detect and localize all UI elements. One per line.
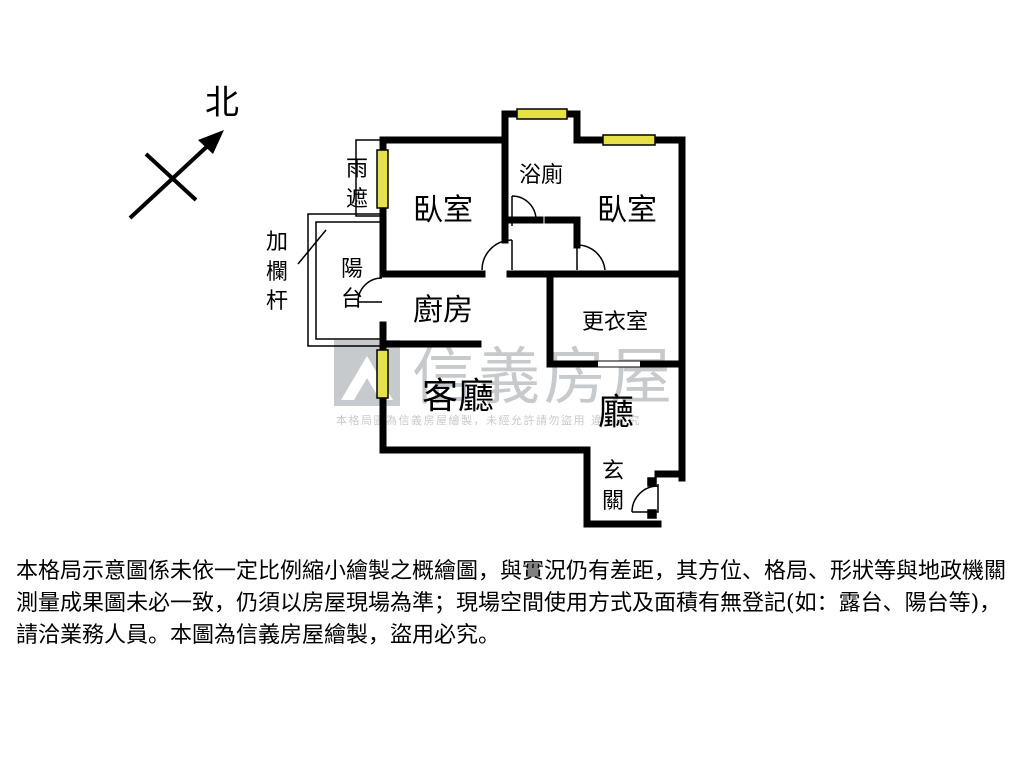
label-bathroom: 浴廁 bbox=[519, 163, 563, 188]
label-entrance-1: 玄 bbox=[602, 459, 624, 484]
label-rain-shelter-2: 遮 bbox=[346, 187, 368, 212]
window-bathroom bbox=[516, 108, 568, 120]
door-bathroom bbox=[511, 195, 537, 226]
label-kitchen: 廚房 bbox=[413, 293, 473, 328]
label-walk-in-closet: 更衣室 bbox=[582, 310, 648, 335]
railing-pointer bbox=[297, 229, 327, 265]
north-arrow-icon bbox=[198, 130, 224, 154]
room-labels: 臥室 浴廁 臥室 雨 遮 加 欄 杆 陽 台 廚房 更衣室 客廳 廳 玄 關 bbox=[266, 157, 657, 514]
label-railing-3: 杆 bbox=[266, 289, 288, 314]
window-bedroom-right bbox=[602, 134, 656, 146]
brand-logo-icon bbox=[334, 340, 400, 406]
doors bbox=[357, 195, 659, 519]
label-living-room: 客廳 bbox=[422, 376, 494, 417]
door-entrance bbox=[631, 484, 659, 513]
north-label: 北 bbox=[205, 83, 239, 123]
label-rain-shelter-1: 雨 bbox=[346, 157, 368, 182]
watermark-caption: 本格局圖為信義房屋繪製，未經允許請勿盜用 違者必究 bbox=[336, 413, 641, 427]
thin-outlines bbox=[297, 139, 382, 347]
label-balcony-2: 台 bbox=[341, 287, 363, 312]
walls bbox=[379, 110, 686, 528]
label-railing-1: 加 bbox=[266, 230, 288, 255]
label-bedroom-left: 臥室 bbox=[413, 193, 473, 228]
compass: 北 bbox=[128, 83, 239, 220]
window-living-room bbox=[376, 349, 389, 399]
windows bbox=[376, 108, 656, 399]
label-railing-2: 欄 bbox=[266, 260, 288, 285]
label-balcony-1: 陽 bbox=[341, 257, 363, 282]
watermark: 信義房屋 本格局圖為信義房屋繪製，未經允許請勿盜用 違者必究 bbox=[334, 340, 676, 427]
label-bedroom-right: 臥室 bbox=[597, 193, 657, 228]
watermark-brand: 信義房屋 bbox=[412, 340, 676, 413]
disclaimer-text: 本格局示意圖係未依一定比例縮小繪製之概繪圖，與實況仍有差距，其方位、格局、形狀等… bbox=[16, 559, 1007, 648]
door-bedroom-right bbox=[576, 244, 606, 271]
door-bedroom-left bbox=[481, 239, 513, 271]
label-hall: 廳 bbox=[598, 392, 634, 433]
window-rain-shelter bbox=[376, 149, 389, 209]
floor-plan: 信義房屋 本格局圖為信義房屋繪製，未經允許請勿盜用 違者必究 北 bbox=[128, 83, 686, 528]
label-entrance-2: 關 bbox=[602, 489, 624, 514]
door-balcony bbox=[357, 277, 383, 303]
